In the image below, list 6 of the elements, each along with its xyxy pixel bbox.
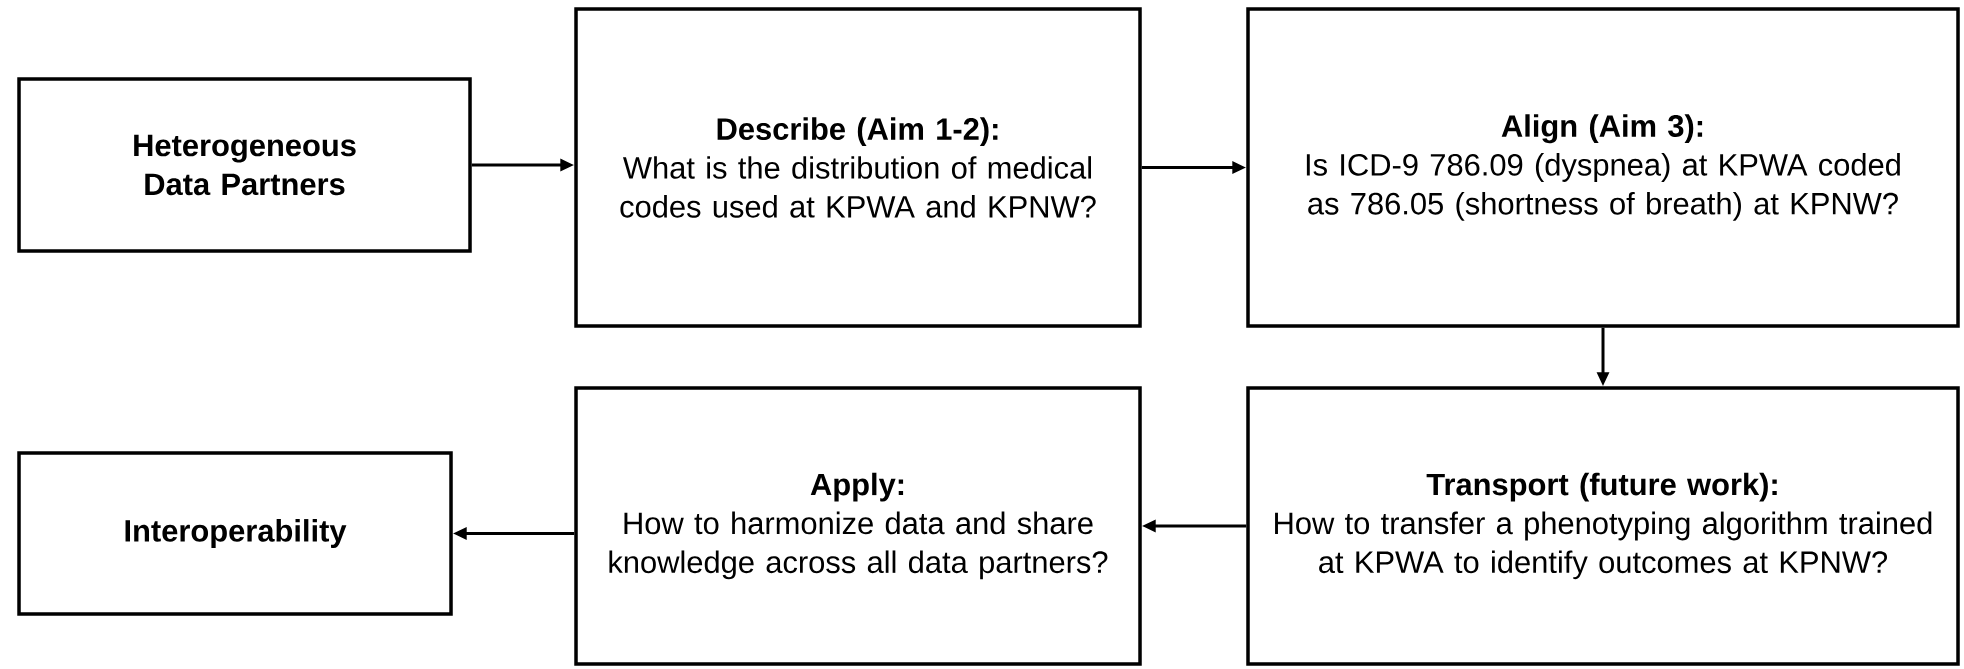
- process-box: Apply: How to harmonize data and share knowledge across all data partners?: [574, 386, 1142, 666]
- process-box: Transport (future work): How to transfer a phenotyping algorithm trained at KPWA to identify outcomes at KPNW?: [1246, 386, 1960, 666]
- process-box: Describe (Aim 1-2): What is the distribution of medical codes used at KPWA and KPNW?: [574, 7, 1142, 328]
- process-box: Align (Aim 3): Is ICD-9 786.09 (dyspnea) at KPWA coded as 786.05 (shortness of breath) at KPNW?: [1246, 7, 1960, 328]
- process-box: Interoperability: [17, 451, 453, 616]
- process-box: Heterogeneous Data Partners: [17, 77, 472, 253]
